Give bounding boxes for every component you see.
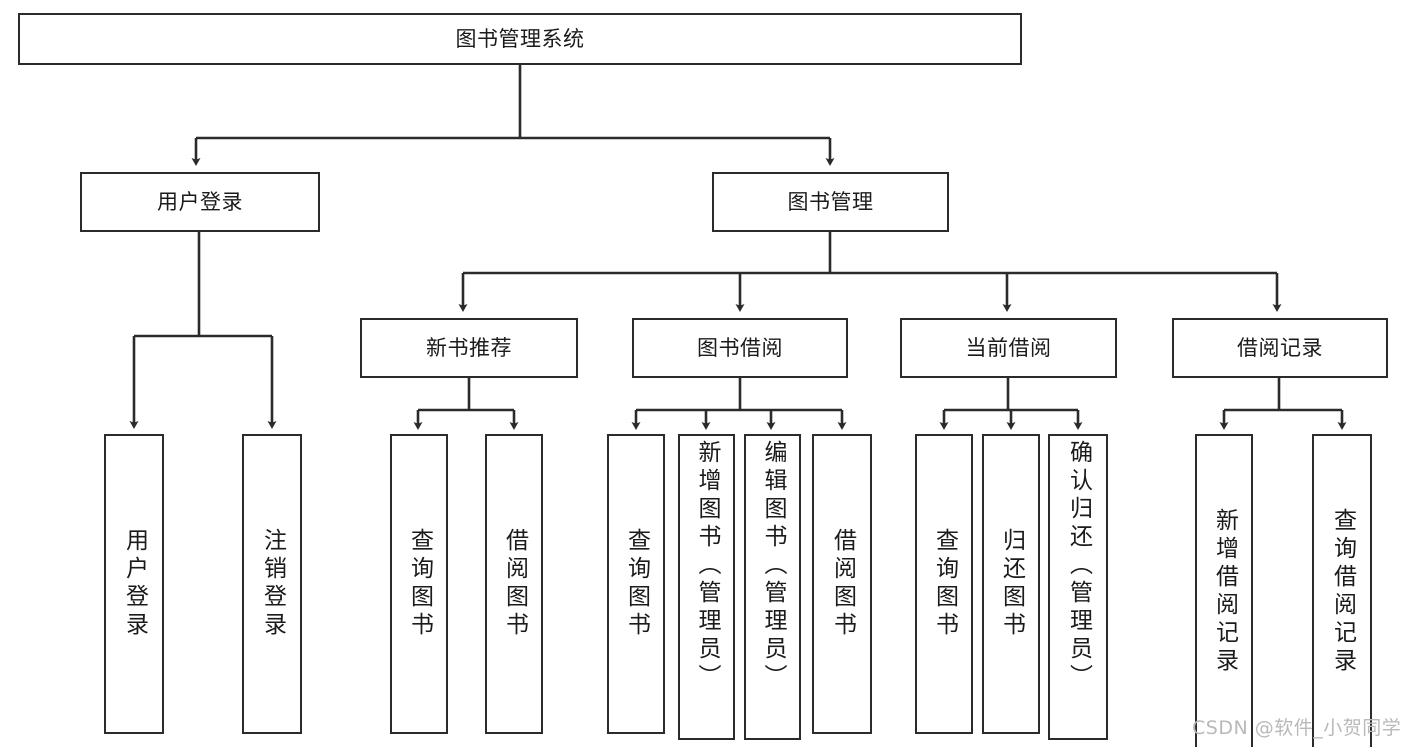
node-label: 查询图书 bbox=[623, 528, 650, 640]
leaf-add-borrow-record[interactable]: 新增借阅记录 bbox=[1195, 434, 1253, 747]
leaf-query-book-borrow[interactable]: 查询图书 bbox=[607, 434, 665, 734]
leaf-logout-login[interactable]: 注销登录 bbox=[242, 434, 302, 734]
node-label: 查询图书 bbox=[406, 528, 433, 640]
leaf-edit-book-admin[interactable]: 编辑图书（管理员） bbox=[744, 434, 801, 740]
node-label: 新增图书（管理员） bbox=[694, 440, 720, 692]
leaf-query-borrow-record[interactable]: 查询借阅记录 bbox=[1312, 434, 1372, 747]
leaf-return-book[interactable]: 归还图书 bbox=[982, 434, 1040, 734]
node-book-management[interactable]: 图书管理 bbox=[712, 172, 949, 232]
node-label: 归还图书 bbox=[998, 528, 1025, 640]
node-label: 确认归还（管理员） bbox=[1065, 440, 1092, 692]
node-current-borrow[interactable]: 当前借阅 bbox=[900, 318, 1117, 378]
node-user-login[interactable]: 用户登录 bbox=[80, 172, 320, 232]
node-book-borrow[interactable]: 图书借阅 bbox=[632, 318, 848, 378]
leaf-borrow-book-recommend[interactable]: 借阅图书 bbox=[485, 434, 543, 734]
node-label: 注销登录 bbox=[259, 528, 286, 640]
node-root-system[interactable]: 图书管理系统 bbox=[18, 13, 1022, 65]
node-label: 用户登录 bbox=[157, 189, 243, 214]
node-label: 用户登录 bbox=[121, 528, 148, 640]
node-label: 借阅图书 bbox=[501, 528, 528, 640]
csdn-watermark: CSDN @软件_小贺同学 bbox=[1192, 717, 1402, 739]
node-label: 新增借阅记录 bbox=[1211, 508, 1238, 676]
node-label: 编辑图书（管理员） bbox=[760, 440, 786, 692]
node-label: 借阅记录 bbox=[1237, 335, 1323, 360]
leaf-query-book-recommend[interactable]: 查询图书 bbox=[390, 434, 448, 734]
leaf-query-book-current[interactable]: 查询图书 bbox=[915, 434, 973, 734]
node-label: 图书管理系统 bbox=[455, 26, 585, 51]
node-label: 新书推荐 bbox=[426, 335, 512, 360]
node-label: 当前借阅 bbox=[965, 335, 1052, 360]
leaf-borrow-book[interactable]: 借阅图书 bbox=[812, 434, 872, 734]
node-label: 查询借阅记录 bbox=[1329, 508, 1356, 676]
leaf-add-book-admin[interactable]: 新增图书（管理员） bbox=[678, 434, 735, 740]
leaf-user-login[interactable]: 用户登录 bbox=[104, 434, 164, 734]
node-label: 图书管理 bbox=[787, 189, 874, 214]
node-label: 借阅图书 bbox=[829, 528, 856, 640]
node-label: 图书借阅 bbox=[697, 335, 783, 360]
node-label: 查询图书 bbox=[931, 528, 958, 640]
leaf-confirm-return-admin[interactable]: 确认归还（管理员） bbox=[1048, 434, 1108, 740]
node-borrow-record[interactable]: 借阅记录 bbox=[1172, 318, 1388, 378]
node-new-book-recommend[interactable]: 新书推荐 bbox=[360, 318, 578, 378]
